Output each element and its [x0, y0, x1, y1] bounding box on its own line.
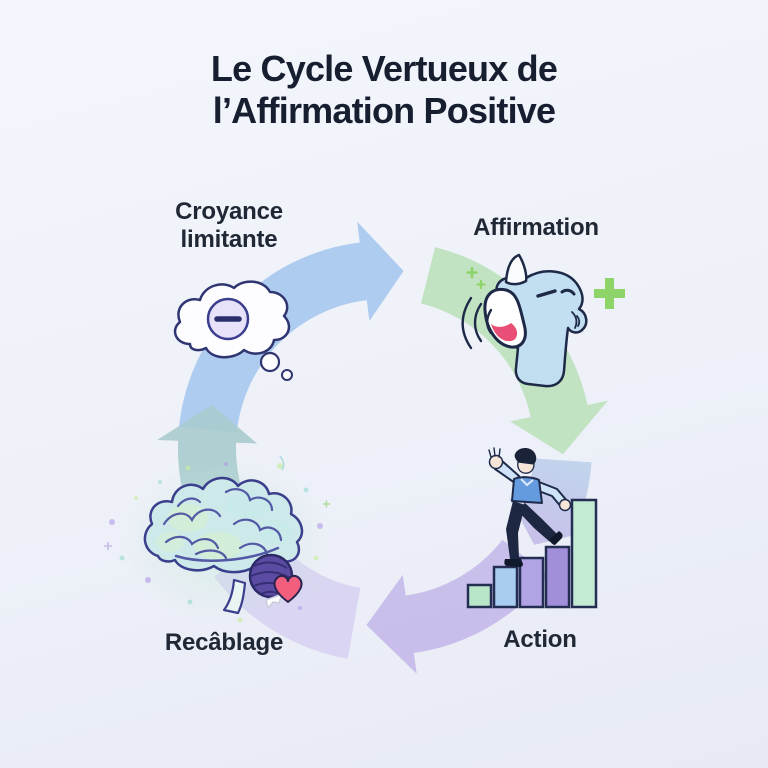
thought-bubble-minus-icon: [173, 280, 293, 381]
person-hand-right: [558, 498, 572, 512]
glowing-brain-icon: [104, 455, 330, 623]
stage-label-recablage: Recâblage: [164, 629, 284, 656]
climbing-person: [488, 447, 572, 567]
thought-bubble-small: [259, 351, 281, 373]
bar: [492, 565, 519, 609]
person-shoe-right: [550, 531, 563, 545]
plus-sign-icon: [594, 278, 625, 309]
person-hair: [514, 448, 537, 464]
page-title-line1: Le Cycle Vertueux de: [210, 48, 558, 89]
brain-gyri-lines: [162, 488, 283, 562]
bar: [466, 583, 493, 609]
closed-eye-right: [560, 288, 576, 296]
sparkle-dots: [104, 455, 330, 623]
person-leg-right: [517, 503, 557, 542]
person-torso: [511, 476, 543, 504]
page-title-line2: l’Affirmation Positive: [212, 90, 556, 132]
person-leg-left: [506, 501, 525, 559]
stage-label-line1: Croyance: [175, 198, 283, 225]
brain-color-patches: [156, 493, 291, 560]
stage-label-line2: limitante: [180, 225, 278, 253]
stage-label-affirmation: Affirmation: [473, 214, 599, 241]
sparkle-plus-icon: [476, 279, 486, 290]
heart-icon: [273, 574, 303, 603]
tongue: [491, 323, 518, 342]
thought-bubble-tiny: [281, 369, 293, 381]
hair-horn: [504, 253, 528, 286]
brain-stem: [222, 578, 247, 615]
sound-waves-icon: [461, 296, 493, 350]
person-face: [517, 461, 535, 474]
stage-label-croyance-limitante: Croyance limitante: [119, 198, 339, 253]
ear-lines: [571, 311, 581, 329]
bar: [570, 498, 598, 609]
stage-label-action: Action: [503, 626, 577, 653]
person-hand-raised: [488, 454, 504, 470]
person-collar: [520, 478, 534, 487]
bar: [544, 545, 571, 609]
shouting-head-icon: [461, 253, 625, 388]
page-title: Le Cycle Vertueux de l’Affirmation Posit…: [0, 48, 768, 132]
sparkle-plus-icon: [466, 266, 478, 279]
person-climbing-bar-chart-icon: [466, 447, 598, 609]
arrow-affirmation-to-action: [421, 247, 608, 455]
arrow-croyance-to-affirmation: [179, 221, 404, 433]
closed-eye-left: [536, 289, 557, 298]
cerebellum-stripes: [250, 561, 291, 596]
bar-chart: [466, 498, 598, 609]
person-fingers: [488, 447, 501, 458]
person-shoe-left: [504, 559, 523, 567]
bar: [518, 556, 545, 609]
